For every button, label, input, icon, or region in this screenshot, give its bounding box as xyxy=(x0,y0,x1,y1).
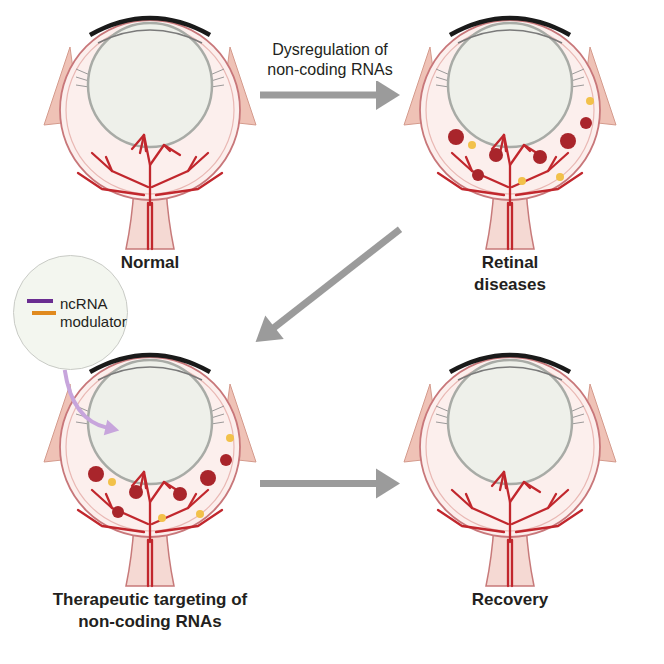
disease-lesions xyxy=(88,434,234,522)
process-arrow xyxy=(273,229,400,328)
treated-eye xyxy=(44,355,256,586)
stage-label: Retinal diseases xyxy=(460,252,560,296)
stage-label: Recovery xyxy=(410,589,610,611)
arrow-head xyxy=(256,315,284,342)
stage-label: Therapeutic targeting of non-coding RNAs xyxy=(44,589,256,633)
disease-lesions xyxy=(448,97,594,185)
arrow-head xyxy=(376,80,400,110)
ncrna-strand xyxy=(27,299,53,303)
eye-panel: Recovery xyxy=(400,342,620,615)
diseased-eye xyxy=(404,18,616,249)
arrow-label: Dysregulation of non-coding RNAs xyxy=(258,39,402,81)
arrow-head xyxy=(376,469,400,499)
process-arrow xyxy=(260,92,378,99)
recovered-eye xyxy=(404,355,616,586)
ncrna-strand xyxy=(32,311,56,315)
process-arrow xyxy=(260,480,378,487)
modulator-label: ncRNA modulator xyxy=(60,295,127,331)
eye-panel: Therapeutic targeting of non-coding RNAs xyxy=(40,342,260,637)
arrow-head xyxy=(104,420,119,436)
modulator-circle: ncRNA modulator xyxy=(13,255,128,370)
eye-panel: Normal xyxy=(40,5,260,278)
normal-eye xyxy=(44,18,256,249)
eye-panel: Retinal diseases xyxy=(400,5,620,300)
process-arrow xyxy=(65,370,108,428)
